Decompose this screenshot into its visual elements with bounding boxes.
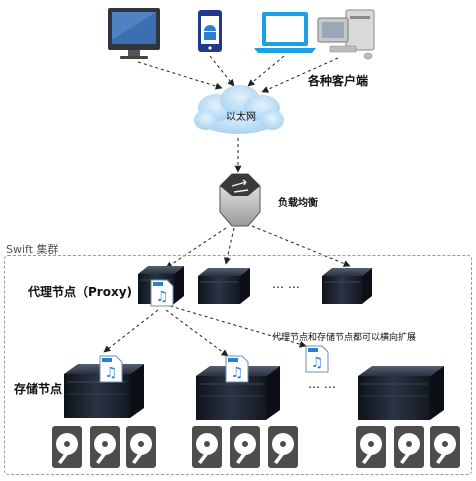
cluster-label: Swift 集群	[6, 243, 59, 256]
clients-label: 各种客户端	[308, 74, 369, 88]
hard-disk-icon	[356, 426, 386, 468]
desktop-pc-icon	[317, 9, 375, 60]
swift-cluster-boundary	[4, 255, 472, 475]
svg-text:♫: ♫	[311, 355, 324, 371]
storage-node-label: 存储节点	[14, 382, 63, 396]
arrow-balancer-to-proxy1	[165, 227, 227, 269]
hard-disk-icon	[394, 426, 424, 468]
hard-disk-icon	[430, 426, 460, 468]
ethernet-label: 以太网	[226, 112, 256, 123]
cloud-icon	[194, 85, 284, 134]
audio-file-icon: ♫	[225, 355, 249, 383]
connections	[103, 55, 351, 357]
server-icon	[358, 366, 444, 420]
arrow-monitor-to-ethernet	[137, 61, 223, 90]
server-icon	[196, 366, 280, 420]
server-icon	[198, 268, 250, 304]
hard-disk-icon	[126, 426, 156, 468]
arrow-laptop-to-ethernet	[247, 55, 285, 87]
arrow-pc-to-ethernet	[261, 57, 339, 93]
load-balancer-icon	[219, 173, 261, 227]
load-balancer-label: 负载均衡	[278, 198, 318, 209]
ellipsis-proxy: … …	[272, 277, 300, 291]
proxy-node-label: 代理节点（Proxy)	[28, 285, 133, 299]
laptop-icon	[254, 12, 316, 53]
server-icon	[322, 268, 372, 304]
svg-text:♫: ♫	[105, 365, 118, 381]
hard-disk-icon	[230, 426, 260, 468]
hard-disk-icon	[52, 426, 82, 468]
android-phone-icon	[198, 10, 222, 52]
audio-file-icon: ♫	[150, 279, 174, 307]
arrow-balancer-to-proxy2	[223, 227, 235, 265]
arrow-phone-to-ethernet	[209, 55, 235, 87]
audio-file-icon: ♫	[99, 355, 123, 383]
scale-note: 代理节点和存储节点都可以横向扩展	[272, 333, 417, 343]
svg-text:♫: ♫	[156, 289, 169, 305]
disk-row	[52, 426, 460, 468]
hard-disk-icon	[192, 426, 222, 468]
hard-disk-icon	[90, 426, 120, 468]
ellipsis-storage: … …	[308, 377, 336, 391]
arrow-proxy-to-storage2	[165, 309, 229, 357]
monitor-icon	[108, 8, 160, 59]
audio-file-icon: ♫	[305, 345, 329, 373]
svg-text:♫: ♫	[231, 365, 244, 381]
hard-disk-icon	[268, 426, 298, 468]
